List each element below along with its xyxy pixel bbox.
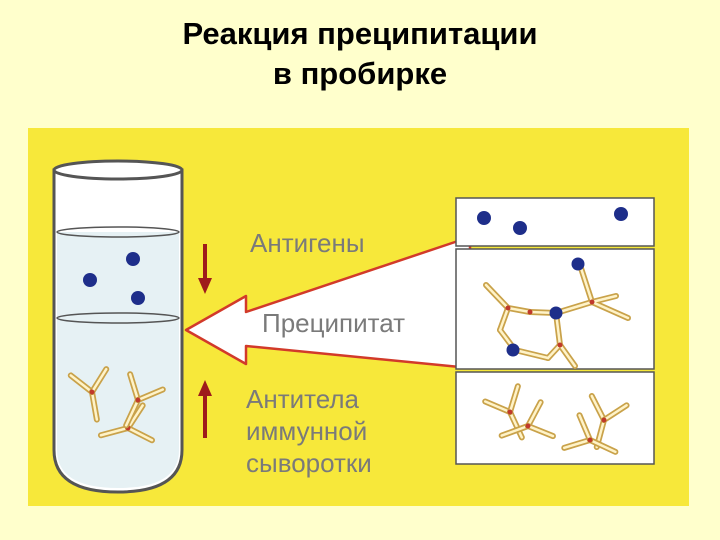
test-tube <box>52 159 184 494</box>
label-antibodies-line3: сыворотки <box>246 448 372 478</box>
antigen-dot <box>83 273 97 287</box>
label-antibodies-line1: Антитела <box>246 384 360 414</box>
label-antigens: Антигены <box>250 228 365 258</box>
label-antibodies-line2: иммунной <box>246 416 367 446</box>
up-arrow-icon <box>198 380 212 438</box>
label-precipitate: Преципитат <box>262 308 405 338</box>
title-line-2: в пробирке <box>272 56 448 91</box>
antigen-dot <box>549 306 563 320</box>
title-line-1: Реакция преципитации <box>182 16 538 51</box>
antibody-layer <box>455 371 655 465</box>
antigen-dot <box>477 211 491 225</box>
antigen-dot <box>513 221 527 235</box>
tube-antigens <box>83 252 145 305</box>
magnified-view <box>455 197 655 465</box>
precipitate-lattice <box>483 257 631 369</box>
down-arrow-icon <box>198 244 212 294</box>
antigen-dot <box>131 291 145 305</box>
antigen-dot <box>571 257 585 271</box>
antigen-dot <box>506 343 520 357</box>
big-arrow-icon <box>184 235 472 370</box>
slide-title: Реакция преципитации в пробирке <box>0 14 720 94</box>
antigen-dot <box>614 207 628 221</box>
antigen-dot <box>126 252 140 266</box>
panel-antigens <box>477 207 628 235</box>
